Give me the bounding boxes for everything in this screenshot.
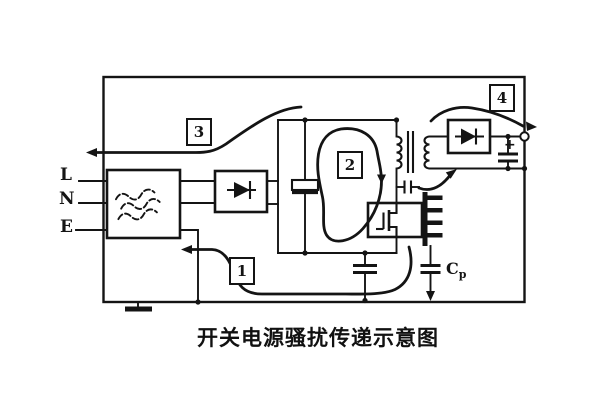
path-marker-4: 4 (489, 84, 515, 112)
filter-output-wires (179, 180, 216, 305)
output-diode-icon (446, 118, 521, 155)
disturbance-path-4-arrow (429, 106, 537, 131)
enclosure-outline (102, 75, 526, 304)
heatsink-icon (422, 192, 443, 246)
mains-input-wires (75, 180, 108, 231)
output-polarity-label: + (504, 137, 516, 153)
disturbance-path-1-arrow (181, 245, 413, 296)
bulk-capacitor-icon (290, 119, 320, 254)
output-capacitor-icon (498, 133, 528, 172)
y-capacitor-icon (353, 252, 377, 304)
disturbance-path-3-arrow (86, 105, 303, 157)
path-marker-3: 3 (186, 118, 212, 146)
bridge-rectifier-diode-icon (213, 169, 279, 214)
parasitic-capacitor-icon (420, 245, 441, 301)
parasitic-coupling-capacitor-icon (395, 169, 457, 194)
terminal-label-neutral: N (59, 189, 75, 209)
path-marker-2: 2 (337, 151, 363, 179)
ground-icon (125, 301, 152, 312)
output-terminal-icon (519, 131, 530, 142)
terminal-label-line: L (60, 165, 72, 185)
parasitic-capacitance-label: Cp (446, 259, 467, 282)
dc-bus-wires (277, 117, 400, 256)
disturbance-path-2-loop (316, 127, 386, 243)
emi-filter-icon (105, 168, 182, 240)
diagram-caption: 开关电源骚扰传递示意图 (197, 326, 439, 350)
terminal-label-earth: E (60, 217, 73, 237)
path-marker-1: 1 (229, 257, 255, 285)
